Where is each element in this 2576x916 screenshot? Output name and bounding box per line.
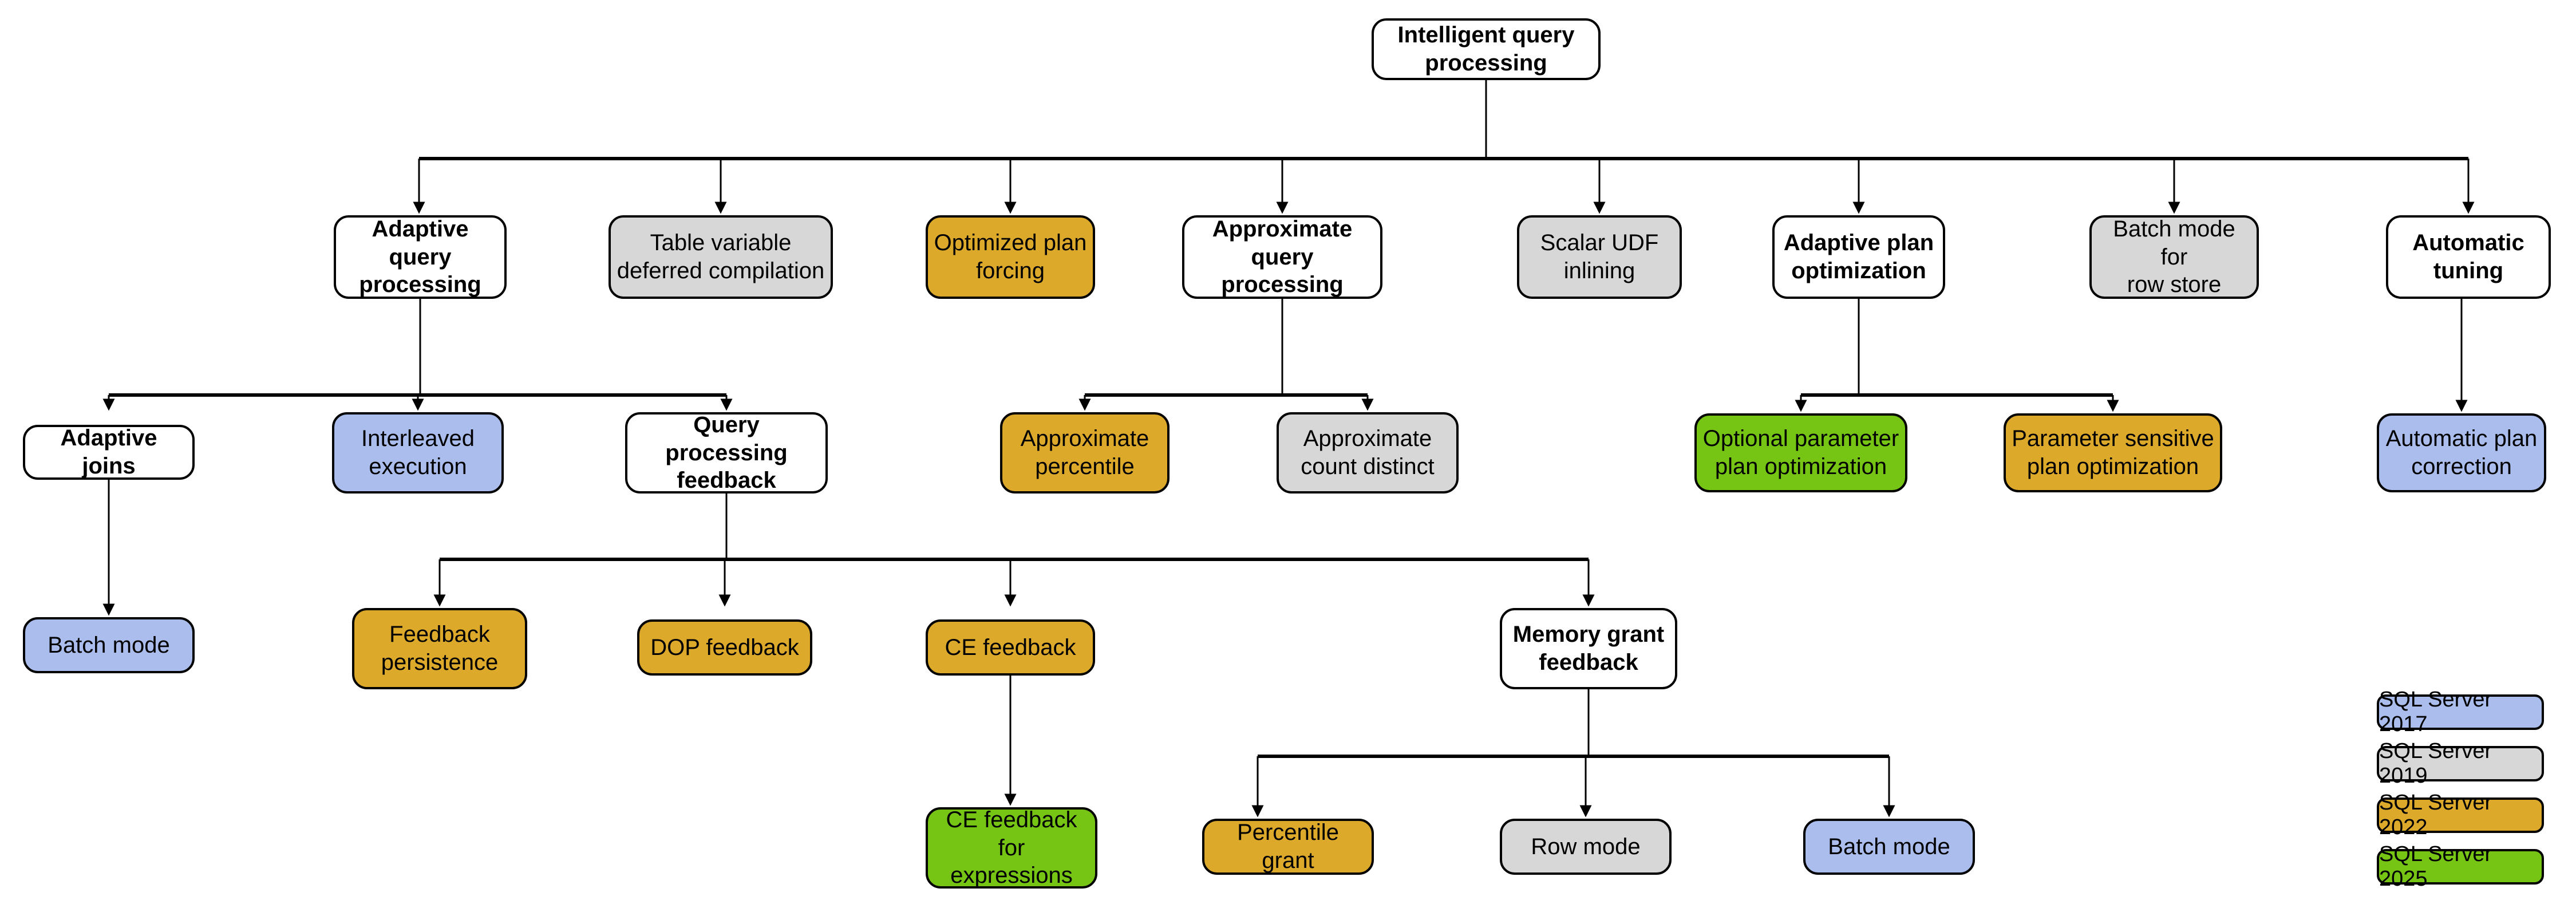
node-ajoins[interactable]: Adaptive joins (23, 425, 195, 480)
node-fbpersist[interactable]: Feedback persistence (352, 608, 527, 689)
node-autotune[interactable]: Automatic tuning (2386, 215, 2551, 299)
node-cefb[interactable]: CE feedback (926, 619, 1095, 676)
node-approxpct[interactable]: Approximate percentile (1000, 412, 1170, 493)
node-dopfb[interactable]: DOP feedback (637, 619, 812, 676)
node-batchmode1[interactable]: Batch mode (23, 617, 195, 673)
node-rowmode[interactable]: Row mode (1500, 819, 1672, 875)
legend-item-sql-server-2022: SQL Server 2022 (2377, 791, 2544, 839)
node-apc[interactable]: Automatic plan correction (2377, 413, 2546, 492)
legend-item-sql-server-2025: SQL Server 2025 (2377, 842, 2544, 891)
node-aqpx[interactable]: Approximate query processing (1182, 215, 1382, 299)
node-bmrs[interactable]: Batch mode for row store (2089, 215, 2259, 299)
node-batchmode2[interactable]: Batch mode (1803, 819, 1975, 875)
node-oppo[interactable]: Optional parameter plan optimization (1694, 413, 1907, 492)
node-udf[interactable]: Scalar UDF inlining (1517, 215, 1682, 299)
node-opf[interactable]: Optimized plan forcing (926, 215, 1095, 299)
node-approxcd[interactable]: Approximate count distinct (1277, 412, 1459, 493)
node-interleaved[interactable]: Interleaved execution (332, 412, 504, 493)
node-qpf[interactable]: Query processing feedback (625, 412, 828, 493)
legend-item-sql-server-2017: SQL Server 2017 (2377, 688, 2544, 736)
node-pspo[interactable]: Parameter sensitive plan optimization (2004, 413, 2222, 492)
node-aqp[interactable]: Adaptive query processing (334, 215, 507, 299)
node-pctgrant[interactable]: Percentile grant (1202, 819, 1374, 875)
node-root[interactable]: Intelligent query processing (1372, 18, 1601, 80)
node-cefbexpr[interactable]: CE feedback for expressions (926, 807, 1097, 889)
node-mgf[interactable]: Memory grant feedback (1500, 608, 1677, 689)
legend-item-sql-server-2019: SQL Server 2019 (2377, 739, 2544, 788)
node-tvdc[interactable]: Table variable deferred compilation (609, 215, 833, 299)
node-apo[interactable]: Adaptive plan optimization (1772, 215, 1945, 299)
